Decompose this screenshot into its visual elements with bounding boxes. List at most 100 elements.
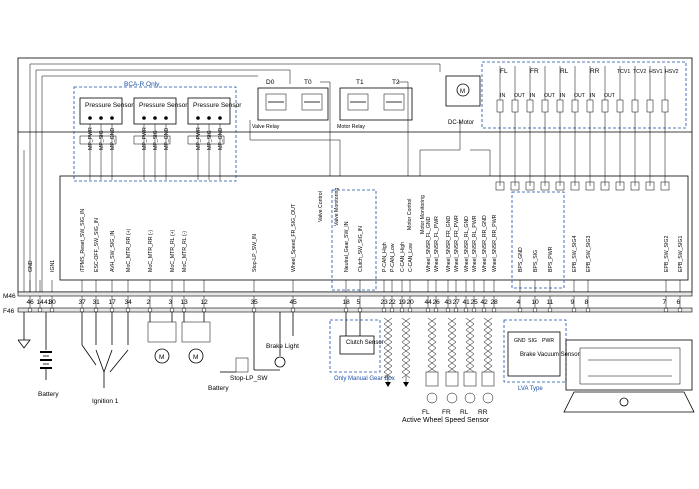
valve-diode (615, 181, 625, 191)
terminal-pin-icon (663, 307, 669, 313)
terminal-pin-number: 43 (445, 299, 453, 306)
twist-segment (383, 371, 393, 379)
twist-segment (401, 365, 411, 373)
terminal-pin-icon (425, 307, 431, 313)
valve-header: RL (560, 68, 569, 75)
bca-r-region (73, 86, 237, 182)
wheel-sensor-ring (464, 392, 476, 404)
valve-coil (646, 99, 654, 113)
valve-out-label: OUT (544, 93, 556, 99)
sensor-connector (79, 135, 117, 145)
terminal-pin-icon (381, 307, 387, 313)
terminal-pin-number: 6 (677, 299, 681, 306)
wheel-sensor-icon (481, 371, 495, 387)
tc-label: TCV2 (633, 69, 646, 75)
relay-d0 (265, 93, 287, 111)
sensor-connector (187, 135, 225, 145)
bvs-pwr-label: PWR (542, 338, 554, 344)
twist-segment (383, 317, 393, 325)
terminal-pin-icon (433, 307, 439, 313)
twist-segment (447, 323, 457, 331)
valve-header: FL (500, 68, 508, 75)
sensor-pin-label: MP_GND (218, 128, 224, 150)
ignition-component: Ignition 1 (81, 312, 129, 405)
terminal-pin-number: 2 (147, 299, 151, 306)
terminal-pin-icon (343, 307, 349, 313)
terminal-pin-number: 5 (357, 299, 361, 306)
active-wheel-label: Active Wheel Speed Sensor (402, 417, 490, 424)
brake-light-icon (274, 356, 286, 368)
twist-segment (401, 317, 411, 325)
terminal-label: GND (28, 260, 34, 272)
terminal-label: Wheel_Speed_FR_SIG_OUT (291, 203, 297, 272)
terminal-label: EPB_SW_SIG4 (572, 236, 578, 272)
twist-segment (483, 347, 493, 355)
wheel-letter: RL (460, 409, 469, 416)
sensor-pin-dot (207, 116, 211, 120)
valve-diode (570, 181, 580, 191)
twist-segment (483, 323, 493, 331)
wheel-sensor-icon (425, 371, 439, 387)
twist-segment (383, 353, 393, 361)
terminal-label: AVH_SW_SIG_IN (110, 230, 116, 272)
twist-segment (383, 335, 393, 343)
terminal-label: iTPMS_Reset_SW_SIG_IN (80, 209, 86, 272)
twist-segment (465, 317, 475, 325)
manual-gear-group (331, 189, 377, 291)
terminal-label: Stop-LP_SW_IN (252, 234, 258, 272)
terminal-pin-number: 30 (49, 299, 57, 306)
terminal-pin-icon (445, 307, 451, 313)
twist-segment (427, 341, 437, 349)
terminal-pin-icon (93, 307, 99, 313)
wheel-sensor-ring (426, 392, 438, 404)
twist-segment (383, 341, 393, 349)
twist-segment (465, 359, 475, 367)
sensor-pin-dot (99, 116, 103, 120)
dc-motor: M DC-Motor (445, 75, 481, 126)
pressure-sensor-label: Pressure Sensor (139, 102, 188, 109)
valve-in-label: IN (560, 93, 565, 99)
terminal-pin-number: 37 (79, 299, 87, 306)
wheel-letter: RR (478, 409, 488, 416)
terminal-label: Wheel_SNSR_RL_GND (464, 216, 470, 272)
twist-segment (401, 329, 411, 337)
terminal-pin-number: 18 (343, 299, 351, 306)
sensor-pin-label: MP_SIG (153, 130, 159, 150)
twist-segment (427, 359, 437, 367)
valve-diode (630, 181, 640, 191)
terminal-label: BPS_PWR (548, 246, 554, 272)
valve-monitoring-label: Valve Monitoring (334, 188, 340, 226)
twist-segment (383, 365, 393, 373)
valve-header: RR (590, 68, 600, 75)
terminal-label: MoC_MTR_RL (+) (170, 229, 176, 272)
terminal-pin-icon (585, 307, 591, 313)
twist-segment (447, 335, 457, 343)
sensor-pin-dot (153, 116, 157, 120)
relay-t1 (347, 93, 369, 111)
relay-t1-label: T1 (356, 79, 364, 86)
twist-segment (401, 335, 411, 343)
tc-label: TCV1 (617, 69, 630, 75)
bvs-sig-label: SIG (528, 338, 537, 344)
sensor-pin-dot (196, 116, 200, 120)
valve-coil (496, 99, 504, 113)
valve-diode (585, 181, 595, 191)
stop-lp-sw-label: Stop-LP_SW (230, 375, 268, 382)
connector-f46-label: F46 (3, 308, 15, 315)
terminal-label: EPB_SW_SIG1 (678, 236, 684, 272)
terminal-pin-number: 4 (517, 299, 521, 306)
twist-segment (401, 371, 411, 379)
terminal-pin-icon (290, 307, 296, 313)
twist-segment (483, 335, 493, 343)
sensor-pin-label: MP_GND (164, 128, 170, 150)
twist-segment (401, 359, 411, 367)
connector-f46-bar (17, 307, 693, 313)
terminal-label: C-CAN_High (400, 242, 406, 272)
brake-vacuum-sensor: GND SIG PWR Brake Vacuum Sensor LVA Type (503, 319, 580, 392)
terminal-label: EPB_SW_SIG2 (664, 236, 670, 272)
twist-segment (447, 329, 457, 337)
